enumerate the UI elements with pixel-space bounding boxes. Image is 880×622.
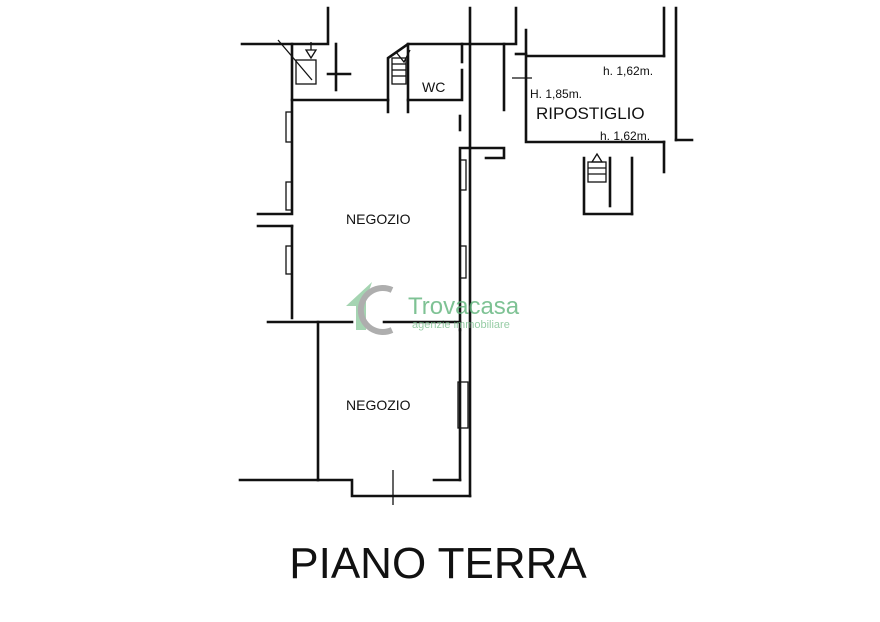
room-label-negozio-lower: NEGOZIO (346, 397, 411, 413)
staircase-ripostiglio (587, 152, 607, 183)
staircase-wc (391, 49, 411, 85)
room-label-ripostiglio: RIPOSTIGLIO (536, 104, 645, 123)
watermark-tagline: agenzie immobiliare (412, 319, 510, 331)
height-label-top: h. 1,62m. (603, 64, 653, 78)
height-label-middle: H. 1,85m. (530, 87, 582, 101)
watermark: Trovacasa agenzie immobiliare (346, 282, 520, 335)
height-label-bottom: h. 1,62m. (600, 129, 650, 143)
room-label-negozio-upper: NEGOZIO (346, 211, 411, 227)
plan-title: PIANO TERRA (289, 539, 587, 588)
ripostiglio-walls (468, 6, 694, 216)
watermark-logo-icon (346, 282, 394, 335)
staircase-corner (277, 39, 318, 85)
room-label-wc: WC (422, 79, 445, 95)
watermark-brand: Trovacasa (408, 293, 520, 320)
